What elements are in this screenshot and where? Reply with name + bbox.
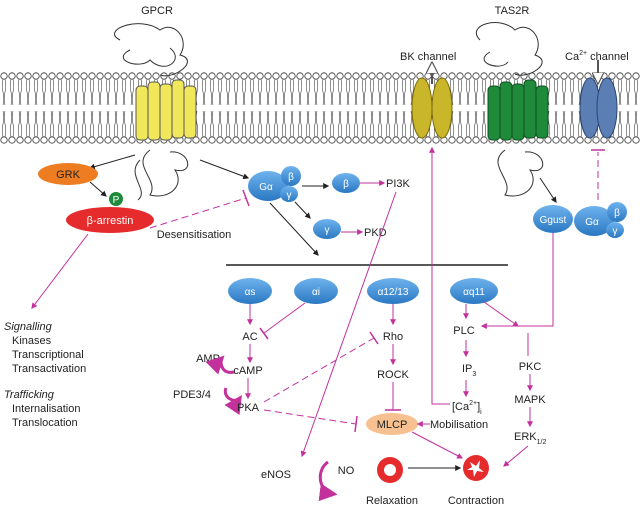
gust-gamma-node xyxy=(606,222,624,238)
arrestin-to-signalling-arrow xyxy=(31,233,89,309)
alpha-i-node xyxy=(294,278,338,304)
ac-label: AC xyxy=(242,331,257,343)
arrestin-functions: Signalling Kinases Transcriptional Trans… xyxy=(4,321,86,429)
pka-inhibit-mlcp-bar xyxy=(354,415,358,433)
erk-label: ERK1/2 xyxy=(514,431,546,446)
camp-to-amp-arrow xyxy=(205,355,235,375)
bk-channel-label: BK channel xyxy=(400,51,456,63)
phosphate-node xyxy=(109,192,123,206)
grk-node xyxy=(38,163,98,185)
gust-galpha-node xyxy=(574,206,614,236)
gust-beta-label: β xyxy=(614,208,620,219)
pde-label: PDE3/4 xyxy=(173,389,211,401)
alpha-s-label: αs xyxy=(245,287,256,298)
pka-inhibit-mlcp-line xyxy=(263,409,357,425)
aq11-to-pkc-arrow xyxy=(483,301,519,327)
mlcp-node xyxy=(366,413,418,435)
ggust-to-plc-arrow xyxy=(480,233,554,329)
trafficking-item: Internalisation xyxy=(12,403,81,415)
beta-effector-label: β xyxy=(343,179,349,190)
enos-label: eNOS xyxy=(261,469,291,481)
erk-to-contraction-arrow xyxy=(503,445,529,467)
gust-galpha-label: Gα xyxy=(585,217,599,228)
desensitisation-line xyxy=(149,197,247,229)
ai-inhibit-ac-line xyxy=(263,302,306,334)
signalling-item: Transcriptional xyxy=(12,349,84,361)
gbeta-node xyxy=(281,166,301,186)
no-cycle-arrow xyxy=(318,460,338,502)
plc-label: PLC xyxy=(453,325,474,337)
rock-label: ROCK xyxy=(377,369,409,381)
calcium-channel: Ca2+ channel xyxy=(565,50,629,139)
gprotein-to-subunits-arrow xyxy=(269,202,319,256)
mlcp-label: MLCP xyxy=(377,419,408,431)
ca-intracellular-label: [Ca2+]i xyxy=(452,400,482,416)
bk-channel: BK channel xyxy=(400,51,456,139)
gpcr-to-grk-arrow xyxy=(88,154,136,170)
trafficking-item: Translocation xyxy=(12,417,78,429)
relaxation-label: Relaxation xyxy=(366,495,418,507)
gpcr-receptor: GPCR xyxy=(114,5,197,201)
alpha-i-label: αi xyxy=(312,287,320,298)
trafficking-title: Trafficking xyxy=(4,389,55,401)
alpha-q11-node xyxy=(450,278,498,304)
contraction-label: Contraction xyxy=(448,495,504,507)
signalling-item: Transactivation xyxy=(12,363,86,375)
pkd-label: PKD xyxy=(364,227,387,239)
pka-label: PKA xyxy=(237,402,260,414)
pi3k-to-enos-arrow xyxy=(300,191,397,458)
amp-label: AMP xyxy=(196,353,220,365)
ggamma-label: γ xyxy=(287,190,292,201)
grk-label: GRK xyxy=(56,169,81,181)
signalling-title: Signalling xyxy=(4,321,53,333)
ggust-node xyxy=(533,205,573,233)
desensitisation-bar xyxy=(242,189,250,207)
gpcr-label: GPCR xyxy=(141,5,173,17)
galpha-node xyxy=(248,171,288,201)
pi3k-label: PI3K xyxy=(386,178,411,190)
galpha-label: Gα xyxy=(259,182,273,193)
pka-inhibit-rho-line xyxy=(263,337,375,403)
ip3-label: IP3 xyxy=(462,363,476,378)
ggamma-node xyxy=(280,186,298,202)
pde-to-pka-arrow xyxy=(223,387,243,415)
no-label: NO xyxy=(338,465,355,477)
tas2r-label: TAS2R xyxy=(495,5,530,17)
calcium-channel-label: Ca2+ channel xyxy=(565,50,629,63)
arrestin-label: β-arrestin xyxy=(87,215,134,227)
mlcp-to-contraction-arrow xyxy=(411,431,464,459)
signalling-item: Kinases xyxy=(12,335,52,347)
gbeta-label: β xyxy=(288,172,294,183)
rho-label: Rho xyxy=(383,331,403,343)
desensitisation-label: Desensitisation xyxy=(157,229,232,241)
alpha-1213-label: α12/13 xyxy=(378,287,409,298)
alpha-s-node xyxy=(228,278,272,304)
phosphate-label: P xyxy=(113,195,120,206)
gprotein-to-gamma-arrow xyxy=(294,201,311,219)
contraction-icon-star xyxy=(467,460,484,477)
alpha-1213-node xyxy=(367,278,419,304)
tas2r-receptor: TAS2R xyxy=(476,5,549,197)
gust-beta-node xyxy=(607,202,627,222)
mapk-label: MAPK xyxy=(514,394,546,406)
cell-membrane xyxy=(0,72,640,144)
pka-inhibit-rho-bar xyxy=(369,331,379,345)
arrestin-node xyxy=(66,207,154,233)
gust-gamma-label: γ xyxy=(613,226,618,237)
tas2r-to-gustducin-arrow xyxy=(539,177,557,203)
mobilisation-label: Mobilisation xyxy=(430,419,488,431)
ai-inhibit-ac-bar xyxy=(259,327,269,340)
camp-label: cAMP xyxy=(233,365,262,377)
relaxation-icon-center xyxy=(384,464,396,476)
beta-effector-node xyxy=(332,173,360,193)
gamma-effector-label: γ xyxy=(325,225,330,236)
gpcr-to-gprotein-arrow xyxy=(199,159,250,180)
gamma-effector-node xyxy=(313,219,341,239)
pkc-label: PKC xyxy=(519,361,542,373)
ggust-label: Ggust xyxy=(540,215,567,226)
alpha-q11-label: αq11 xyxy=(463,287,485,298)
grk-to-p-arrow xyxy=(89,181,107,197)
ca-to-bk-arrow xyxy=(429,146,450,405)
